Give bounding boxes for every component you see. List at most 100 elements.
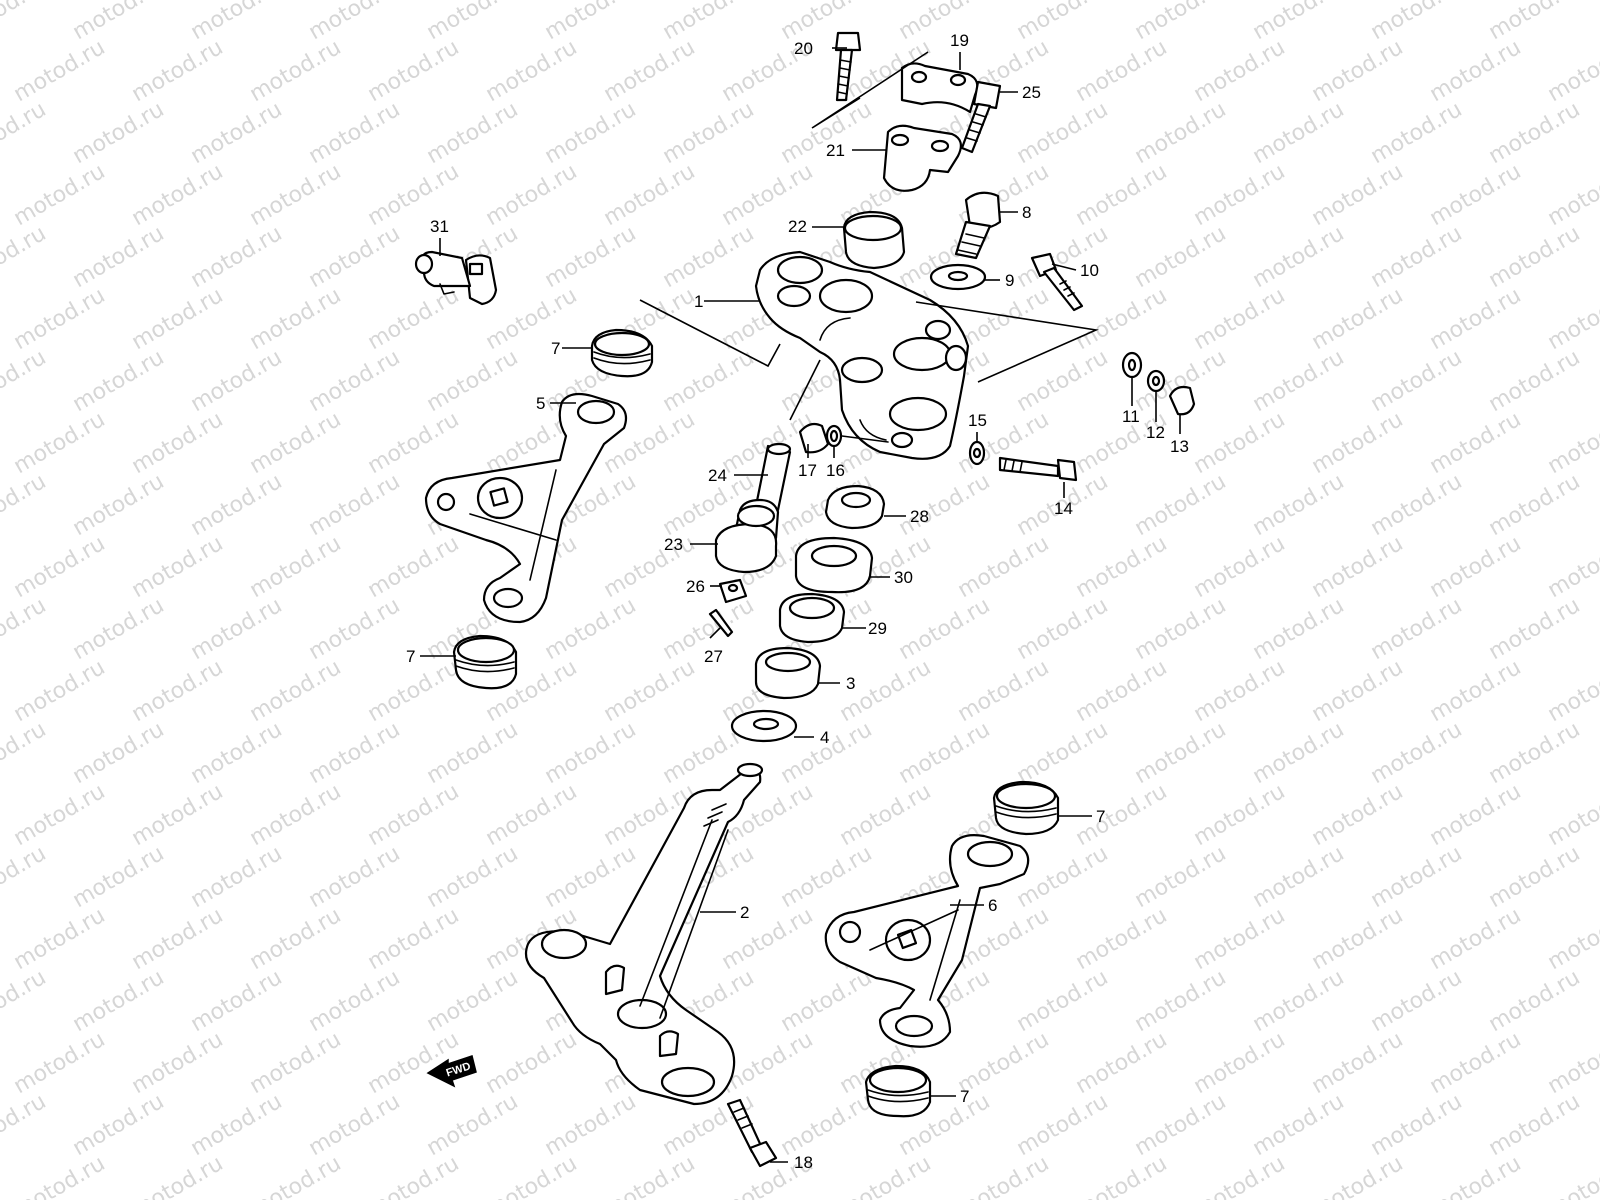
part-14-bolt[interactable]: [998, 456, 1078, 482]
part-10-bolt[interactable]: [1030, 252, 1084, 312]
watermark-text: motod.ru: [0, 841, 50, 913]
watermark-text: motod.ru: [1013, 965, 1113, 1037]
part-7-grommet-lower-left[interactable]: [452, 634, 518, 690]
part-7-grommet-lower-right[interactable]: [864, 1064, 932, 1118]
part-30-spacer[interactable]: [794, 536, 874, 594]
part-31-ignition-switch[interactable]: [414, 250, 498, 306]
callout-31: 31: [430, 217, 449, 236]
watermark-text: motod.ru: [246, 35, 346, 107]
watermark-text: motod.ru: [364, 1151, 464, 1200]
part-17-cap-nut[interactable]: [798, 422, 830, 454]
watermark-text: motod.ru: [482, 1151, 582, 1200]
watermark-text: motod.ru: [10, 1151, 110, 1200]
watermark-text: motod.ru: [1013, 345, 1113, 417]
part-21-clamp-base[interactable]: [882, 124, 963, 192]
part-20-bolt[interactable]: [834, 31, 862, 102]
callout-7-upper-right: 7: [1096, 807, 1105, 826]
watermark-text: motod.ru: [777, 965, 877, 1037]
watermark-text: motod.ru: [1249, 717, 1349, 789]
watermark-text: motod.ru: [1013, 717, 1113, 789]
part-12-washer[interactable]: [1146, 369, 1166, 393]
part-13-cap-nut[interactable]: [1168, 385, 1196, 416]
watermark-text: motod.ru: [69, 221, 169, 293]
watermark-text: motod.ru: [1367, 717, 1467, 789]
part-18-bolt[interactable]: [726, 1098, 778, 1168]
part-11-washer[interactable]: [1121, 351, 1143, 379]
callout-29: 29: [868, 619, 887, 638]
part-25-bolt[interactable]: [960, 80, 1002, 154]
watermark-text: motod.ru: [0, 1089, 50, 1161]
callout-2: 2: [740, 903, 749, 922]
part-7-grommet-upper-left[interactable]: [590, 328, 654, 378]
watermark-text: motod.ru: [10, 407, 110, 479]
part-15-washer[interactable]: [968, 440, 986, 466]
watermark-text: motod.ru: [1249, 345, 1349, 417]
watermark-text: motod.ru: [1013, 0, 1113, 45]
watermark-text: motod.ru: [1485, 97, 1585, 169]
watermark-text: motod.ru: [1485, 965, 1585, 1037]
watermark-text: motod.ru: [895, 469, 995, 541]
watermark-text: motod.ru: [1131, 593, 1231, 665]
part-5-bracket-left[interactable]: [424, 392, 628, 624]
watermark-text: motod.ru: [10, 35, 110, 107]
fwd-direction-arrow: FWD: [426, 1055, 477, 1088]
part-9-washer[interactable]: [929, 263, 987, 291]
watermark-text: motod.ru: [305, 0, 405, 45]
watermark-text: motod.ru: [0, 345, 50, 417]
watermark-text: motod.ru: [305, 469, 405, 541]
watermark-text: motod.ru: [1426, 407, 1526, 479]
watermark-text: motod.ru: [1249, 469, 1349, 541]
callout-19: 19: [950, 31, 969, 50]
watermark-text: motod.ru: [423, 0, 523, 45]
watermark-text: motod.ru: [1544, 655, 1600, 727]
watermark-text: motod.ru: [187, 1089, 287, 1161]
watermark-text: motod.ru: [69, 469, 169, 541]
part-28-nut[interactable]: [824, 484, 886, 530]
watermark-text: motod.ru: [1308, 531, 1408, 603]
part-19-clamp-cap[interactable]: [900, 62, 979, 114]
watermark-text: motod.ru: [423, 965, 523, 1037]
watermark-text: motod.ru: [1308, 159, 1408, 231]
watermark-text: motod.ru: [1544, 531, 1600, 603]
part-7-grommet-upper-right[interactable]: [992, 780, 1060, 836]
watermark-text: motod.ru: [1013, 593, 1113, 665]
watermark-text: motod.ru: [1249, 97, 1349, 169]
watermark-text: motod.ru: [541, 593, 641, 665]
watermark-text: motod.ru: [128, 407, 228, 479]
callout-6: 6: [988, 896, 997, 915]
callout-7-lower-right: 7: [960, 1087, 969, 1106]
watermark-text: motod.ru: [0, 469, 50, 541]
callout-8: 8: [1022, 203, 1031, 222]
part-23-rubber-mount[interactable]: [714, 498, 780, 574]
watermark-text: motod.ru: [10, 655, 110, 727]
watermark-text: motod.ru: [1190, 779, 1290, 851]
watermark-text: motod.ru: [0, 593, 50, 665]
watermark-text: motod.ru: [246, 407, 346, 479]
watermark-text: motod.ru: [1131, 97, 1231, 169]
callout-26: 26: [686, 577, 705, 596]
callout-7-upper-left: 7: [551, 339, 560, 358]
watermark-text: motod.ru: [600, 531, 700, 603]
part-1-upper-bracket[interactable]: [754, 250, 970, 460]
watermark-text: motod.ru: [1485, 841, 1585, 913]
part-6-bracket-right[interactable]: [824, 834, 1030, 1048]
callout-24: 24: [708, 466, 727, 485]
part-26-nut[interactable]: [718, 578, 748, 604]
part-3-bearing[interactable]: [754, 646, 822, 700]
watermark-text: motod.ru: [187, 717, 287, 789]
part-27-cotter-pin[interactable]: [708, 608, 734, 638]
part-4-washer[interactable]: [730, 709, 798, 743]
watermark-text: motod.ru: [1544, 1027, 1600, 1099]
part-8-bolt[interactable]: [954, 191, 1002, 260]
watermark-text: motod.ru: [482, 1027, 582, 1099]
part-29-seal[interactable]: [778, 592, 846, 644]
part-16-washer[interactable]: [825, 424, 843, 448]
watermark-text: motod.ru: [1426, 1027, 1526, 1099]
part-2-steering-stem[interactable]: [524, 762, 764, 1106]
watermark-text: motod.ru: [305, 593, 405, 665]
callout-13: 13: [1170, 437, 1189, 456]
part-22-rubber-cap[interactable]: [842, 210, 906, 270]
watermark-text: motod.ru: [305, 1089, 405, 1161]
